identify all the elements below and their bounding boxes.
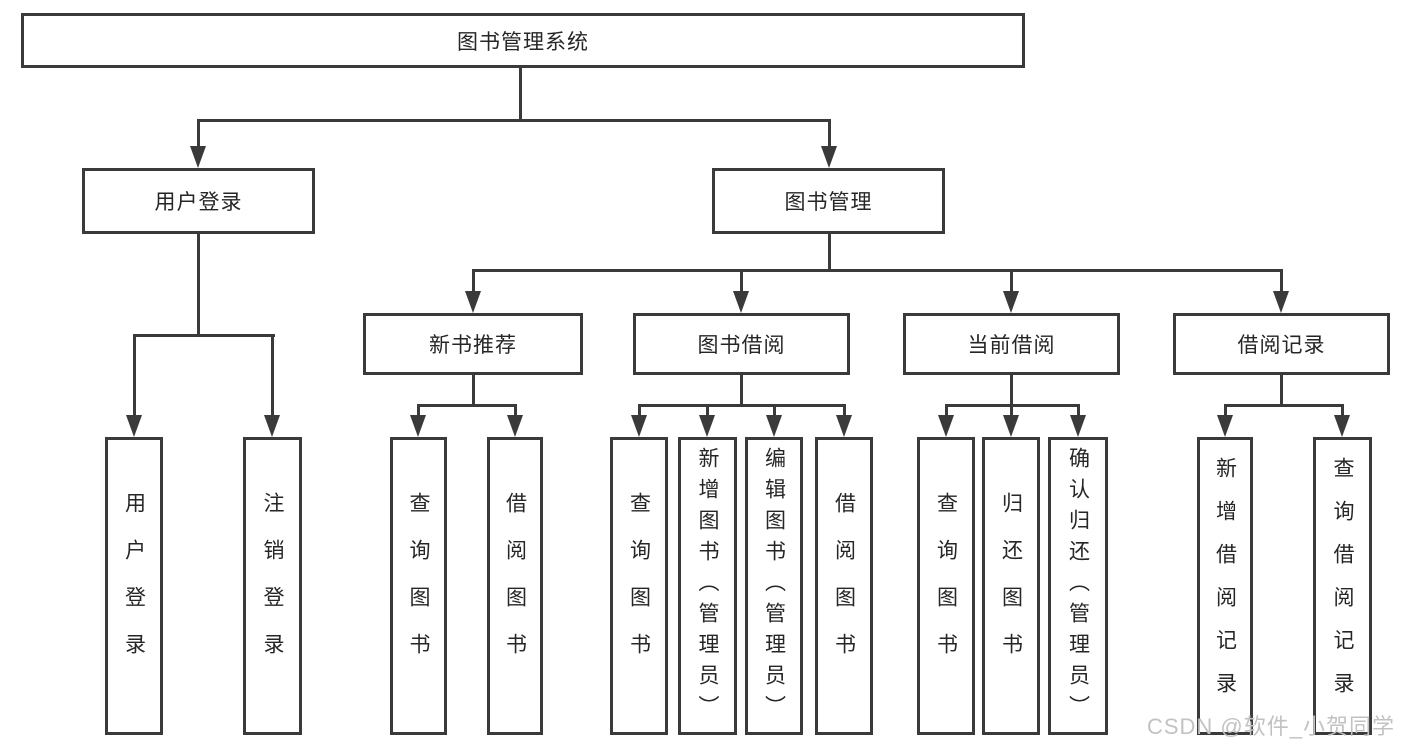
arrow-down-icon bbox=[507, 415, 523, 437]
connector-userlogin-bar bbox=[133, 334, 275, 337]
connector-current-shaft-2 bbox=[1010, 404, 1013, 416]
connector-root-left-shaft bbox=[197, 119, 200, 147]
connector-borrow-shaft-1 bbox=[638, 404, 641, 416]
leaf-logout: 注销登录 bbox=[243, 437, 302, 735]
arrow-down-icon bbox=[938, 415, 954, 437]
leaf-query-books-current: 查询图书 bbox=[917, 437, 975, 735]
connector-records-stem bbox=[1280, 375, 1283, 406]
arrow-down-icon bbox=[766, 415, 782, 437]
leaf-add-books-admin: 新增图书（管理员） bbox=[678, 437, 737, 735]
connector-current-stem bbox=[1010, 375, 1013, 406]
connector-bookmgmt-stem bbox=[828, 234, 831, 272]
arrow-down-icon bbox=[1003, 291, 1019, 313]
connector-current-shaft-1 bbox=[945, 404, 948, 416]
connector-newbook-bar bbox=[417, 404, 517, 407]
leaf-borrow-books: 借阅图书 bbox=[815, 437, 873, 735]
arrow-down-icon bbox=[631, 415, 647, 437]
node-root-library-system: 图书管理系统 bbox=[21, 13, 1025, 68]
connector-bookmgmt-shaft-1 bbox=[472, 269, 475, 292]
node-borrow-records: 借阅记录 bbox=[1173, 313, 1390, 375]
connector-current-shaft-3 bbox=[1077, 404, 1080, 416]
leaf-query-borrow-record: 查询借阅记录 bbox=[1313, 437, 1372, 735]
csdn-watermark: CSDN @软件_小贺同学 bbox=[1146, 714, 1395, 739]
arrow-down-icon bbox=[836, 415, 852, 437]
leaf-user-login: 用户登录 bbox=[105, 437, 163, 735]
node-new-book-recommend: 新书推荐 bbox=[363, 313, 583, 375]
connector-bookmgmt-shaft-3 bbox=[1010, 269, 1013, 292]
arrow-down-icon bbox=[1273, 291, 1289, 313]
arrow-down-icon bbox=[699, 415, 715, 437]
arrow-down-icon bbox=[733, 291, 749, 313]
connector-borrow-shaft-2 bbox=[706, 404, 709, 416]
connector-root-right-shaft bbox=[828, 119, 831, 147]
arrow-down-icon bbox=[1334, 415, 1350, 437]
connector-userlogin-shaft-1 bbox=[133, 334, 136, 416]
connector-newbook-shaft-1 bbox=[417, 404, 420, 416]
connector-bookmgmt-shaft-2 bbox=[740, 269, 743, 292]
arrow-down-icon bbox=[190, 146, 206, 168]
connector-root-stem bbox=[519, 68, 522, 121]
node-current-borrow: 当前借阅 bbox=[903, 313, 1120, 375]
leaf-confirm-return-admin: 确认归还（管理员） bbox=[1048, 437, 1108, 735]
node-book-management: 图书管理 bbox=[712, 168, 945, 234]
leaf-return-books: 归还图书 bbox=[982, 437, 1040, 735]
connector-userlogin-stem bbox=[197, 234, 200, 337]
node-book-borrow: 图书借阅 bbox=[633, 313, 850, 375]
connector-records-shaft-2 bbox=[1341, 404, 1344, 416]
leaf-borrow-books-recommend: 借阅图书 bbox=[487, 437, 543, 735]
leaf-edit-books-admin: 编辑图书（管理员） bbox=[745, 437, 803, 735]
connector-borrow-shaft-4 bbox=[843, 404, 846, 416]
arrow-down-icon bbox=[465, 291, 481, 313]
leaf-query-books-borrow: 查询图书 bbox=[610, 437, 668, 735]
connector-borrow-stem bbox=[740, 375, 743, 406]
arrow-down-icon bbox=[126, 415, 142, 437]
connector-userlogin-shaft-2 bbox=[271, 334, 274, 416]
arrow-down-icon bbox=[264, 415, 280, 437]
node-user-login: 用户登录 bbox=[82, 168, 315, 234]
connector-newbook-stem bbox=[472, 375, 475, 406]
connector-bookmgmt-bar bbox=[472, 269, 1283, 272]
leaf-query-books-recommend: 查询图书 bbox=[390, 437, 447, 735]
arrow-down-icon bbox=[821, 146, 837, 168]
arrow-down-icon bbox=[1070, 415, 1086, 437]
connector-borrow-shaft-3 bbox=[773, 404, 776, 416]
connector-bookmgmt-shaft-4 bbox=[1280, 269, 1283, 292]
connector-records-bar bbox=[1224, 404, 1344, 407]
connector-newbook-shaft-2 bbox=[514, 404, 517, 416]
arrow-down-icon bbox=[410, 415, 426, 437]
connector-borrow-bar bbox=[638, 404, 846, 407]
arrow-down-icon bbox=[1003, 415, 1019, 437]
connector-records-shaft-1 bbox=[1224, 404, 1227, 416]
leaf-add-borrow-record: 新增借阅记录 bbox=[1197, 437, 1253, 735]
arrow-down-icon bbox=[1217, 415, 1233, 437]
connector-root-bar bbox=[197, 119, 831, 122]
